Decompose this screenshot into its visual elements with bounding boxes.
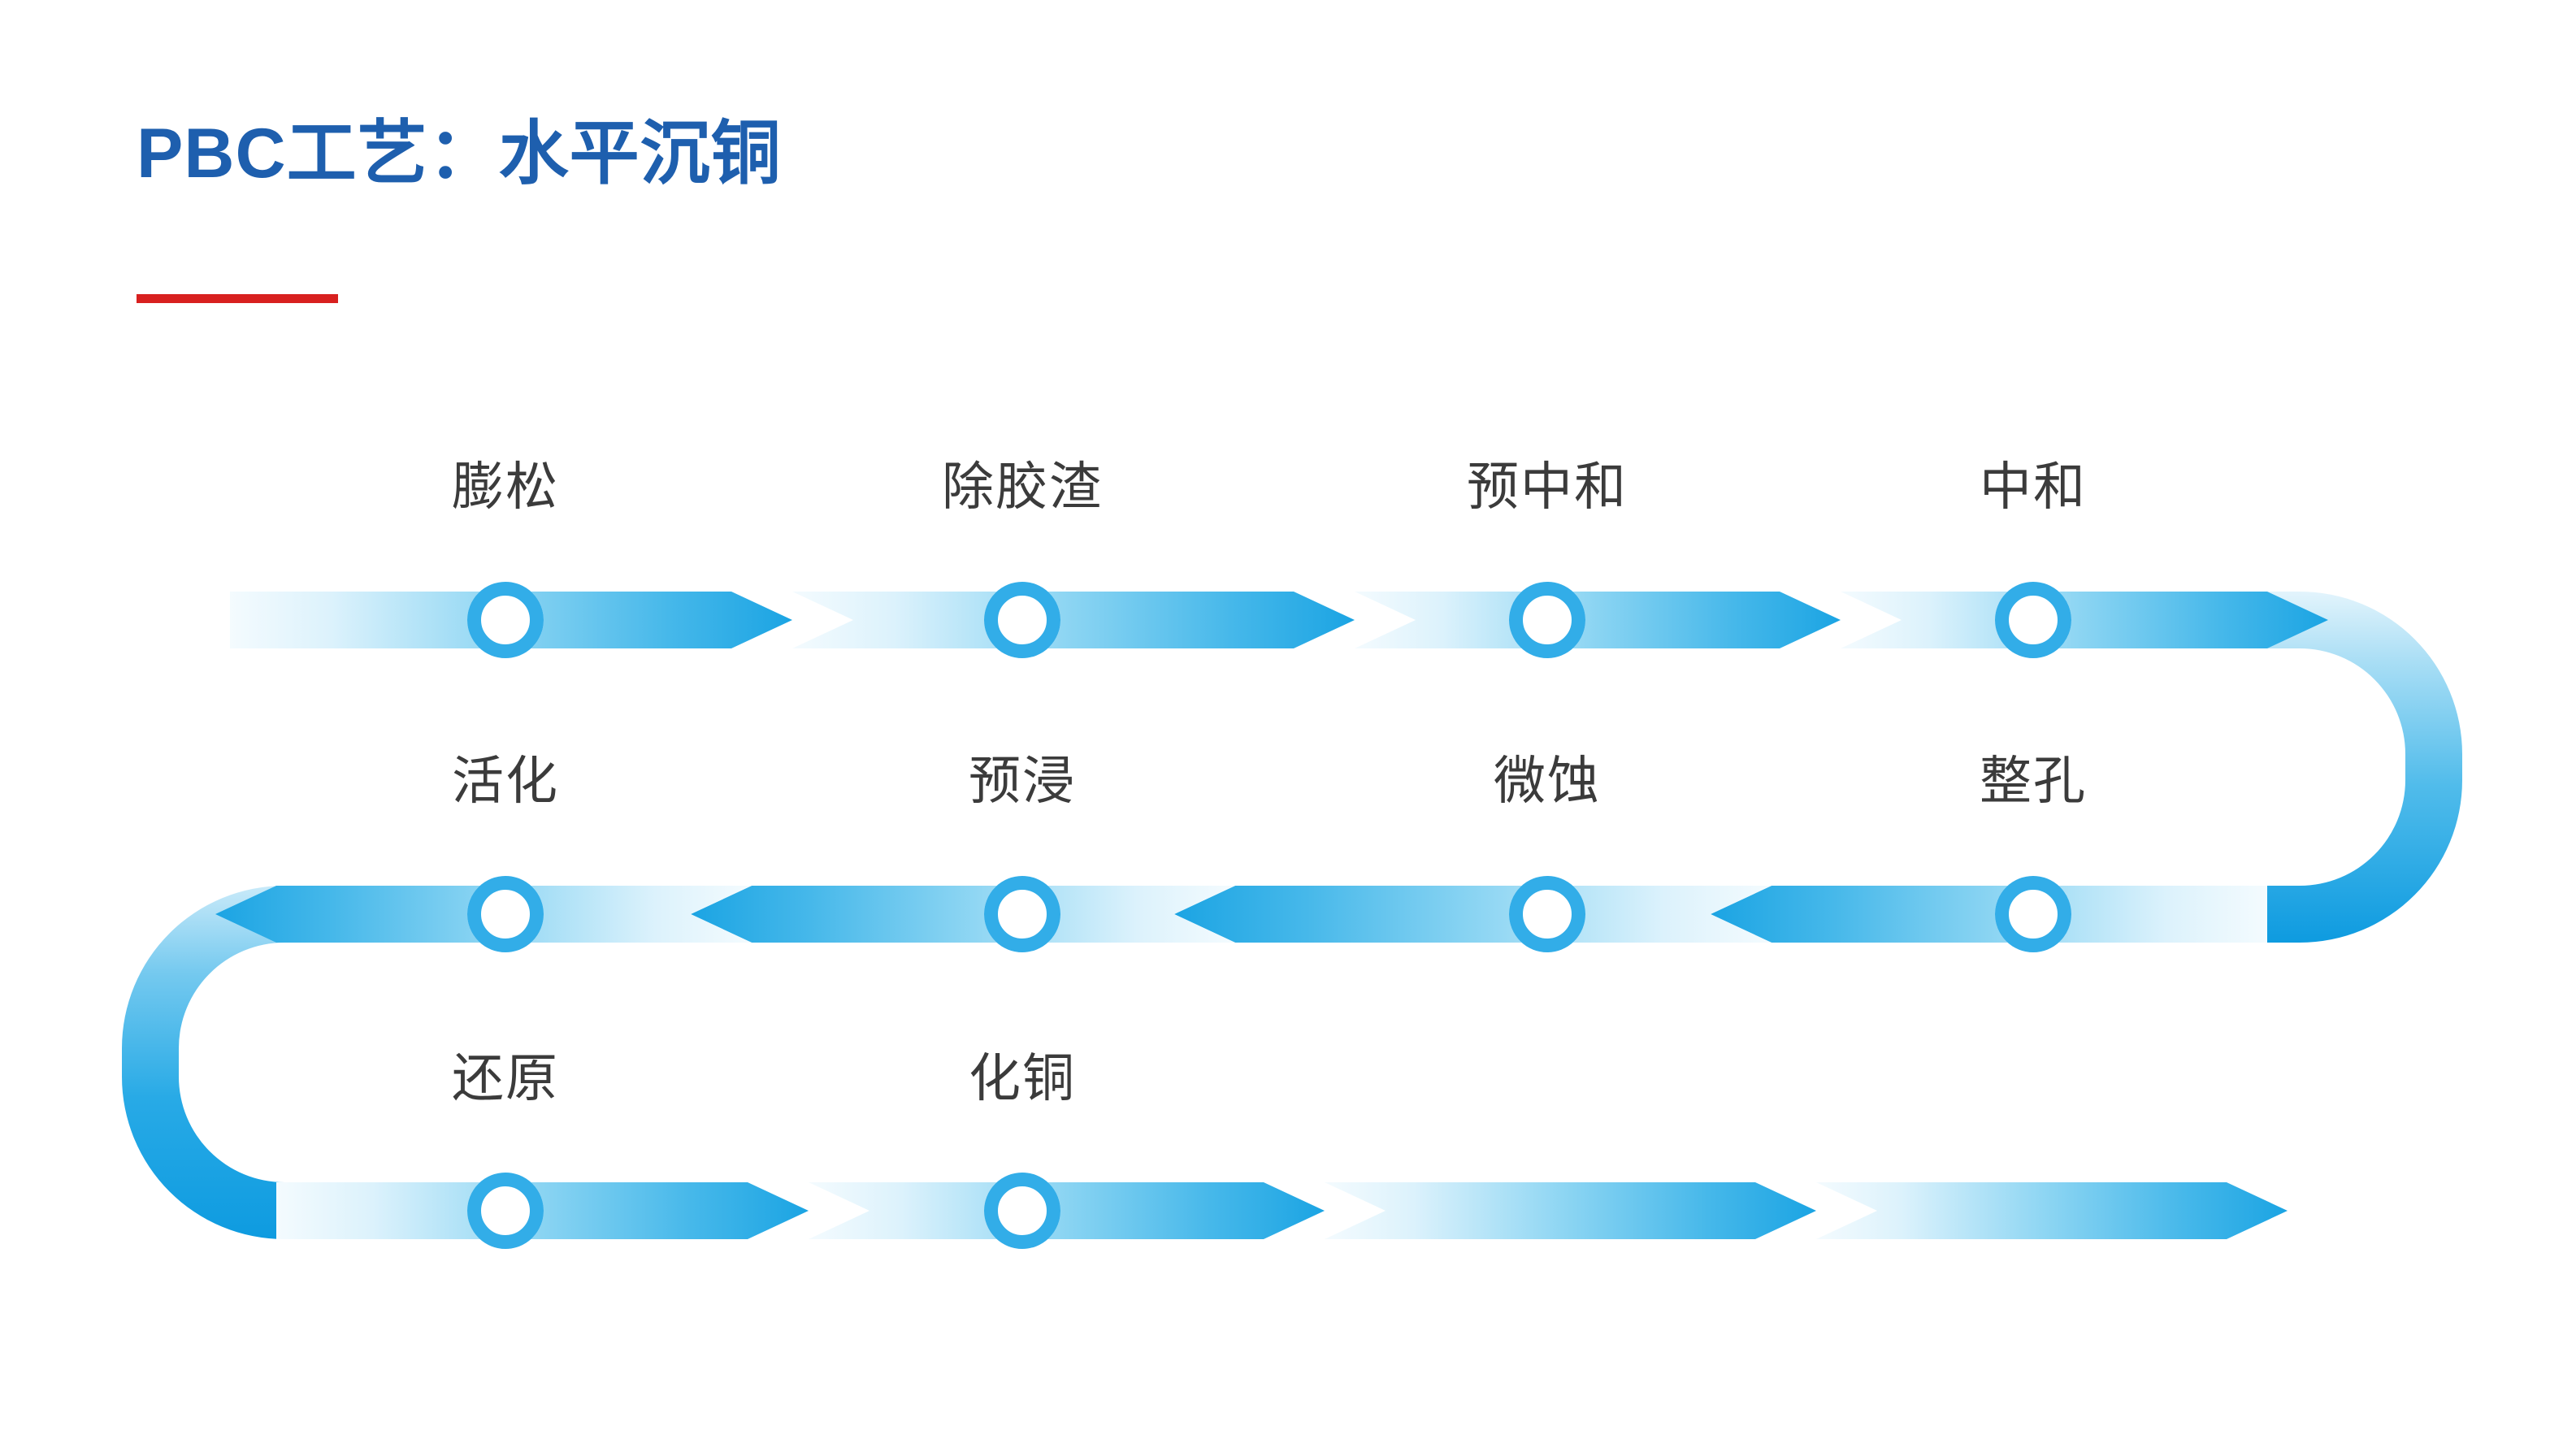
step-node-7[interactable]: [984, 876, 1060, 952]
title-block: PBC工艺：水平沉铜: [137, 114, 1924, 194]
node-ring-icon: [984, 582, 1060, 658]
node-ring-icon: [1509, 582, 1585, 658]
step-label-1: 膨松: [452, 457, 559, 516]
row1-arrow-segment-4: [1841, 592, 2328, 648]
row3-arrow-segment-3: [1325, 1182, 1816, 1239]
step-node-10[interactable]: [984, 1173, 1060, 1249]
step-node-8[interactable]: [467, 876, 544, 952]
node-ring-icon: [984, 1173, 1060, 1249]
step-label-6: 微蚀: [1494, 752, 1601, 810]
node-ring-icon: [467, 582, 544, 658]
node-ring-icon: [1509, 876, 1585, 952]
row3-ribbon: [276, 1182, 2288, 1239]
row2-arrow-segment-1: [1711, 886, 2267, 943]
step-node-6[interactable]: [1509, 876, 1585, 952]
row3-arrow-segment-4: [1816, 1182, 2288, 1239]
step-node-2[interactable]: [984, 582, 1060, 658]
node-ring-icon: [1995, 876, 2071, 952]
row1-arrow-segment-3: [1355, 592, 1841, 648]
node-ring-icon: [984, 876, 1060, 952]
step-label-9: 还原: [452, 1049, 559, 1108]
step-label-7: 预浸: [969, 752, 1076, 810]
step-node-1[interactable]: [467, 582, 544, 658]
step-node-5[interactable]: [1995, 876, 2071, 952]
row1-arrow-segment-2: [792, 592, 1355, 648]
connector-right-uturn: [2243, 592, 2462, 943]
connector-left-uturn: [122, 886, 341, 1239]
row2-arrow-segment-3: [691, 886, 1235, 943]
row2-arrow-segment-2: [1174, 886, 1772, 943]
step-node-4[interactable]: [1995, 582, 2071, 658]
step-label-4: 中和: [1980, 457, 2087, 516]
row1-ribbon: [230, 592, 2328, 648]
row3-arrow-segment-2: [809, 1182, 1325, 1239]
node-ring-icon: [467, 1173, 544, 1249]
step-label-3: 预中和: [1467, 457, 1628, 516]
step-label-5: 整孔: [1980, 752, 2087, 810]
title-underline-rule: [137, 294, 338, 303]
page-title: PBC工艺：水平沉铜: [137, 115, 782, 193]
step-node-9[interactable]: [467, 1173, 544, 1249]
step-label-10: 化铜: [969, 1049, 1076, 1108]
step-label-2: 除胶渣: [942, 457, 1103, 516]
step-label-8: 活化: [452, 752, 559, 810]
node-ring-icon: [1995, 582, 2071, 658]
step-node-3[interactable]: [1509, 582, 1585, 658]
node-ring-icon: [467, 876, 544, 952]
